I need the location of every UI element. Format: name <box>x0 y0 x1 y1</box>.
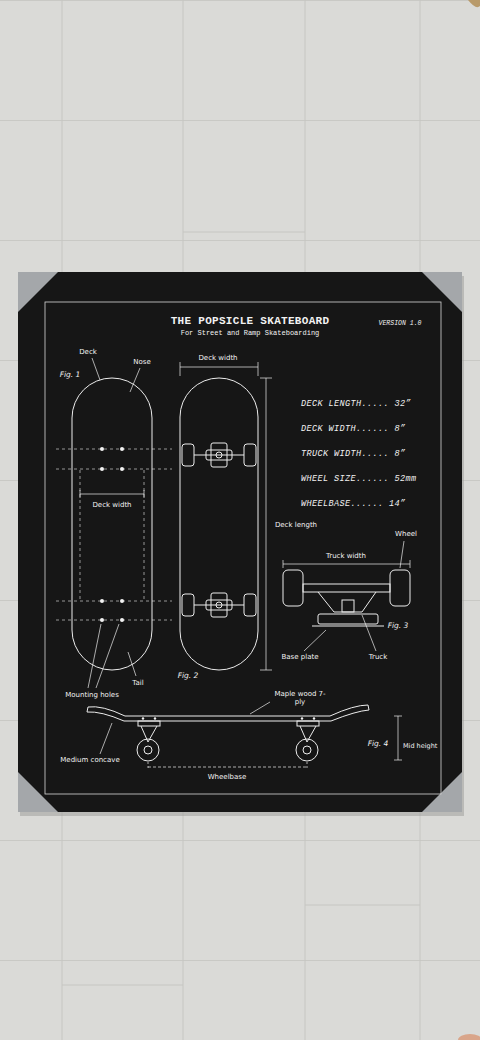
poster-board <box>18 272 462 812</box>
figure-3 <box>283 541 410 651</box>
spec-line: DECK WIDTH...... 8” <box>300 425 407 435</box>
poster-title: THE POPSICLE SKATEBOARD <box>170 315 331 328</box>
figure-number: Fig. 2 <box>177 672 200 681</box>
dimension-label: Wheelbase <box>207 773 248 781</box>
part-label: Medium concave <box>59 756 120 764</box>
dimension-label: Mid height <box>402 743 438 750</box>
figure-number: Fig. 4 <box>367 740 390 749</box>
truck-top <box>182 593 256 617</box>
mounting-holes <box>100 447 124 622</box>
spec-line: WHEELBASE...... 14” <box>300 500 407 510</box>
truck-top <box>182 443 256 467</box>
figure-number: Fig. 1 <box>59 371 82 380</box>
spec-line: TRUCK WIDTH..... 8” <box>300 450 407 460</box>
part-label: Deck <box>78 348 98 356</box>
fibre <box>468 0 480 7</box>
figure-2 <box>180 362 272 670</box>
part-label: Nose <box>132 358 151 366</box>
dimension-label: Deck width <box>197 354 238 362</box>
part-label: Truck <box>368 653 388 661</box>
part-label: Base plate <box>281 653 320 661</box>
deck-bolts <box>142 717 315 719</box>
inner-border <box>45 302 441 794</box>
spec-line: WHEEL SIZE...... 52mm <box>300 475 418 485</box>
toe <box>458 1034 480 1040</box>
part-label: Wheel <box>394 530 418 538</box>
part-label: Mounting holes <box>64 691 120 699</box>
spec-line: DECK LENGTH..... 32” <box>300 400 412 410</box>
dimension-label: Deck width <box>91 501 132 509</box>
part-label: Tail <box>131 679 144 687</box>
figure-number: Fig. 3 <box>387 622 410 631</box>
corner-protectors <box>18 272 462 812</box>
subtitle: For Street and Ramp Skateboarding <box>180 329 321 337</box>
material-note: Maple wood 7-ply <box>272 690 328 706</box>
figure-1 <box>56 358 172 688</box>
dimension-label: Truck width <box>325 552 367 560</box>
figure-4 <box>87 702 402 770</box>
version-tag: VERSION 1.0 <box>378 320 423 327</box>
dimension-label: Deck length <box>274 521 318 529</box>
